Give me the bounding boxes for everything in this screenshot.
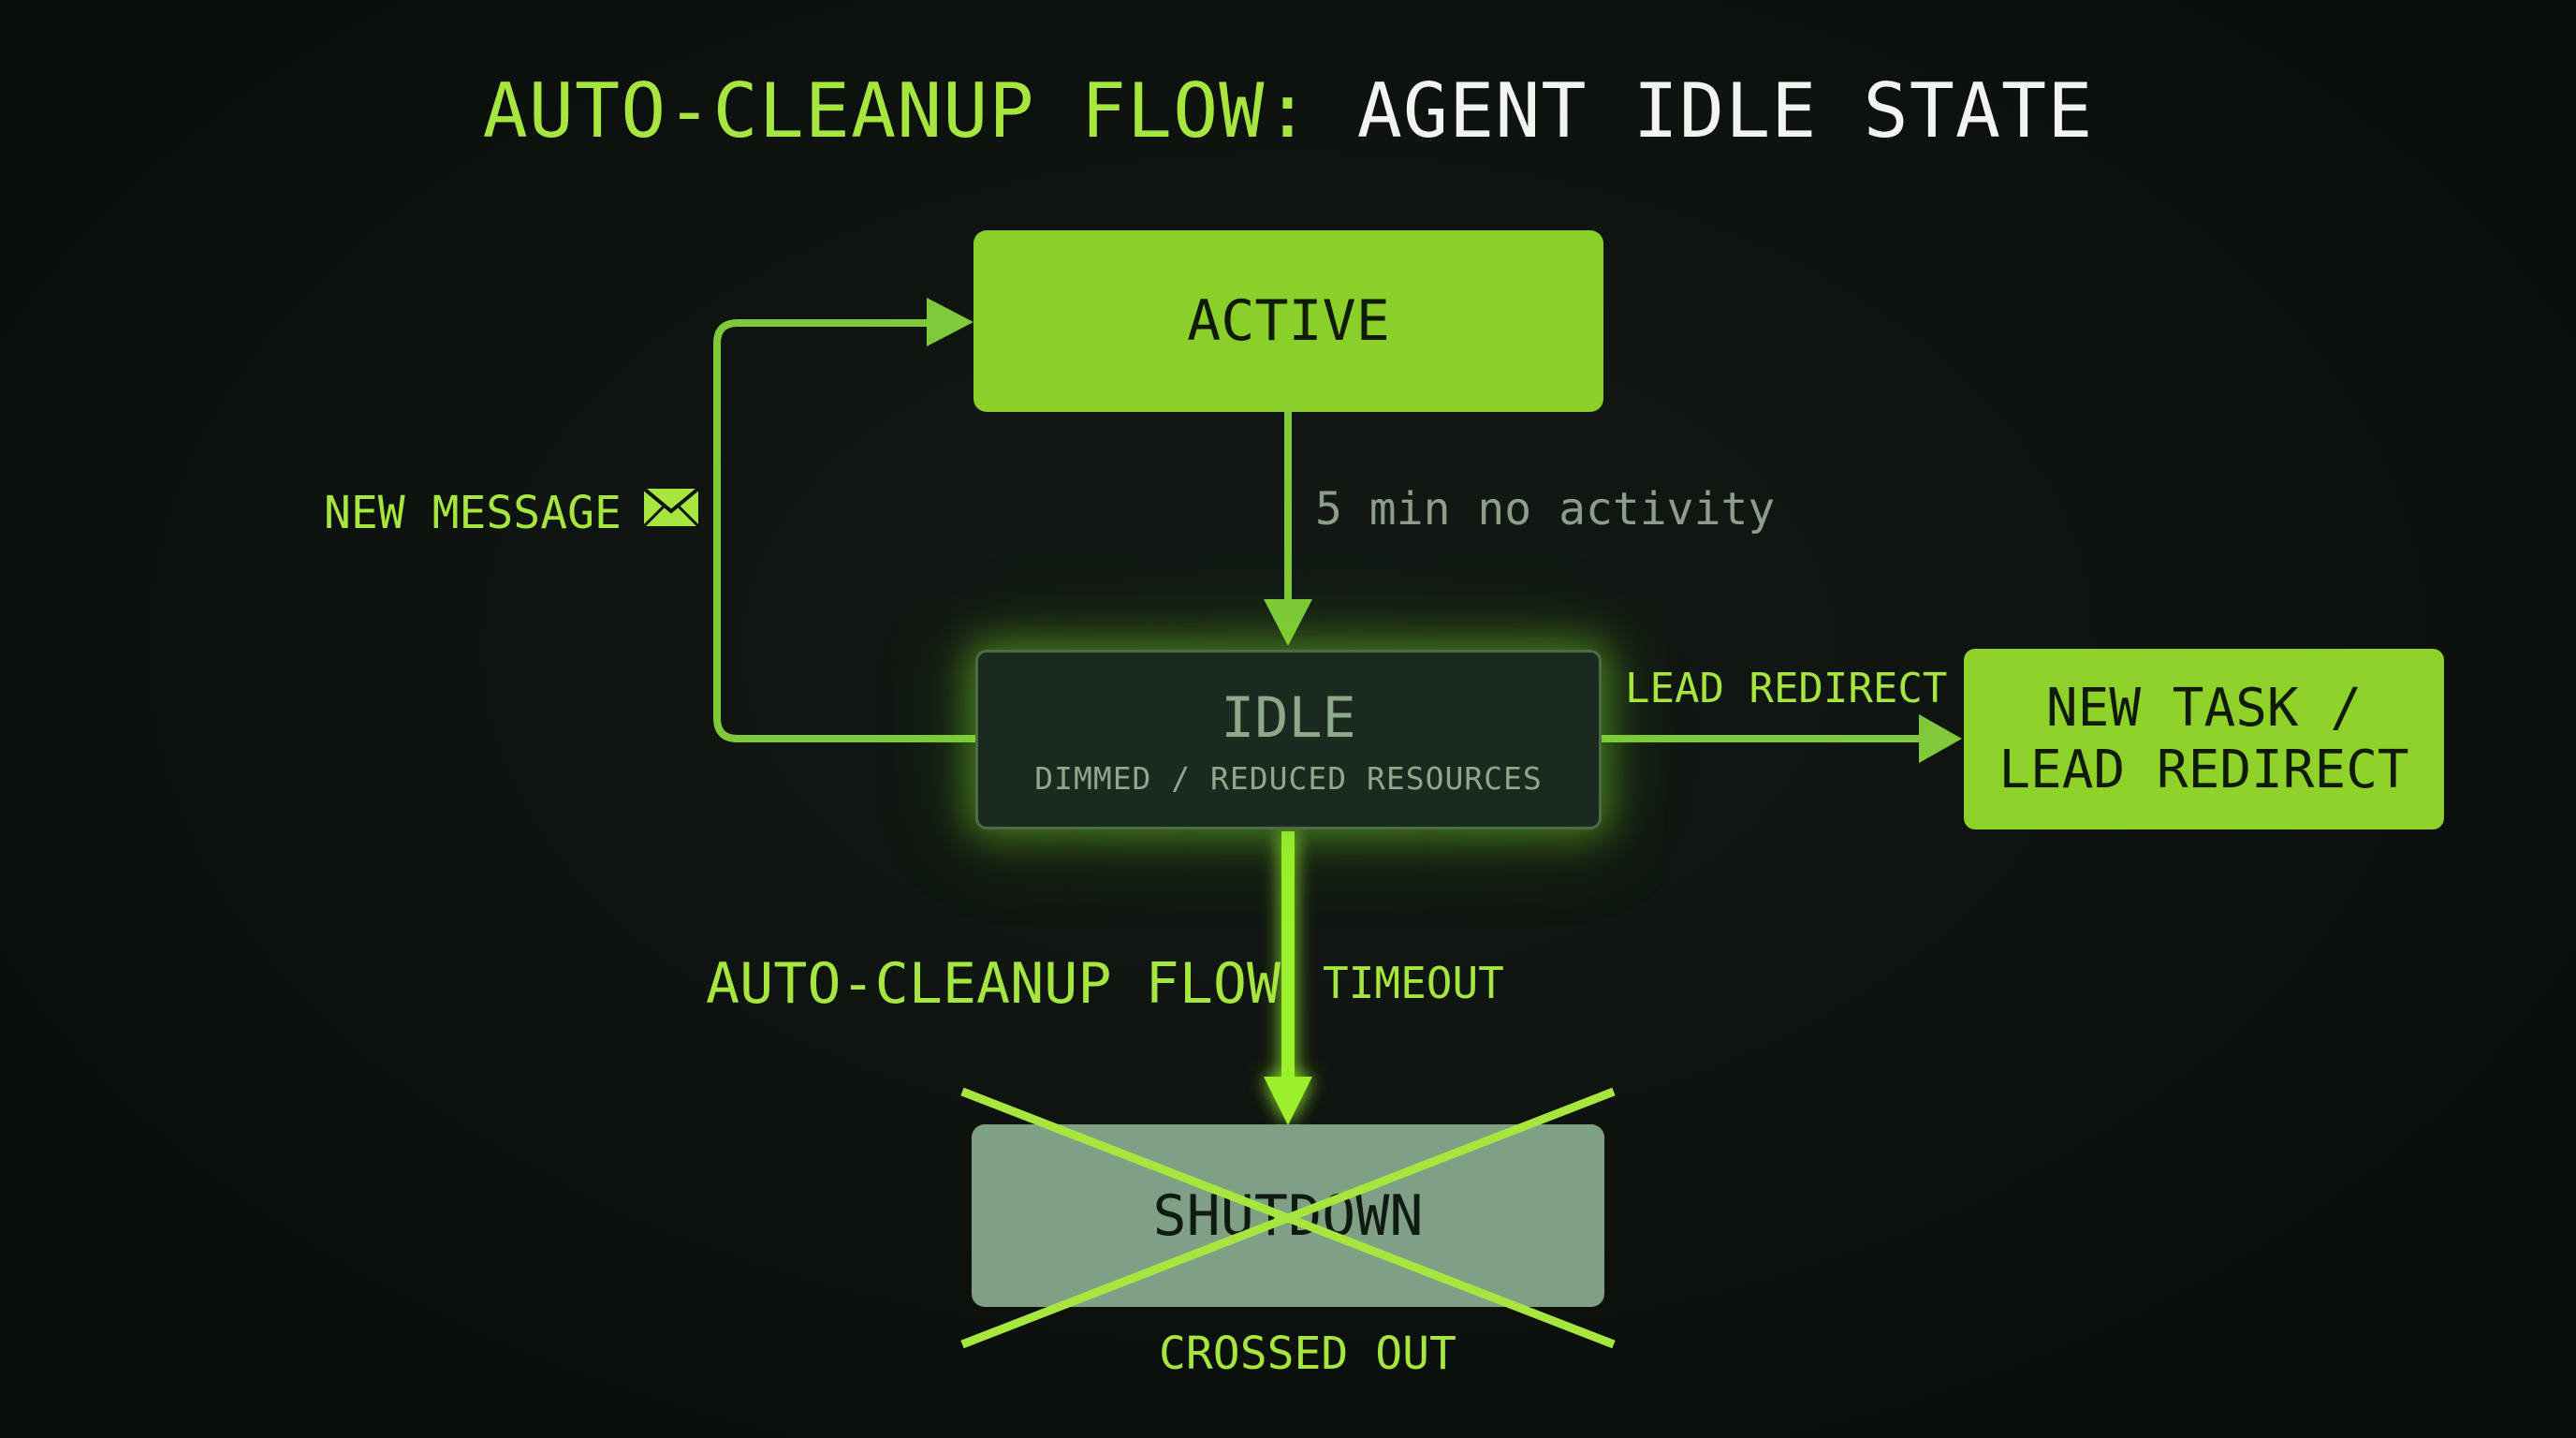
crossed-out-label: CROSSED OUT xyxy=(1159,1328,1456,1380)
edge-idle-to-active xyxy=(713,298,975,742)
edge-label-new-message: NEW MESSAGE xyxy=(324,487,700,539)
shutdown-state-label: SHUTDOWN xyxy=(1152,1182,1424,1249)
new-task-label-line2: LEAD REDIRECT xyxy=(1998,739,2409,800)
envelope-icon xyxy=(642,487,700,539)
diagram-title: AUTO-CLEANUP FLOW: AGENT IDLE STATE xyxy=(0,67,2576,154)
idle-state-sublabel: DIMMED / REDUCED RESOURCES xyxy=(1034,759,1543,797)
title-rest: AGENT IDLE STATE xyxy=(1356,67,2094,154)
edge-label-no-activity: 5 min no activity xyxy=(1315,483,1776,536)
edge-idle-to-new-task xyxy=(1602,714,1962,763)
idle-state-label: IDLE xyxy=(1221,684,1356,751)
shutdown-state-node[interactable]: SHUTDOWN xyxy=(972,1124,1604,1307)
active-state-label: ACTIVE xyxy=(1187,288,1390,354)
idle-state-node[interactable]: IDLE DIMMED / REDUCED RESOURCES xyxy=(975,650,1602,829)
title-accent: AUTO-CLEANUP FLOW: xyxy=(482,67,1311,154)
new-task-node[interactable]: NEW TASK / LEAD REDIRECT xyxy=(1964,649,2444,829)
edge-label-lead-redirect: LEAD REDIRECT xyxy=(1625,665,1948,712)
new-task-label-line1: NEW TASK / xyxy=(2045,677,2363,739)
active-state-node[interactable]: ACTIVE xyxy=(973,230,1603,412)
edge-active-to-idle xyxy=(1264,412,1312,646)
new-message-text: NEW MESSAGE xyxy=(324,487,622,539)
edge-label-timeout: TIMEOUT xyxy=(1323,958,1504,1008)
auto-cleanup-flow-label: AUTO-CLEANUP FLOW xyxy=(706,951,1281,1017)
